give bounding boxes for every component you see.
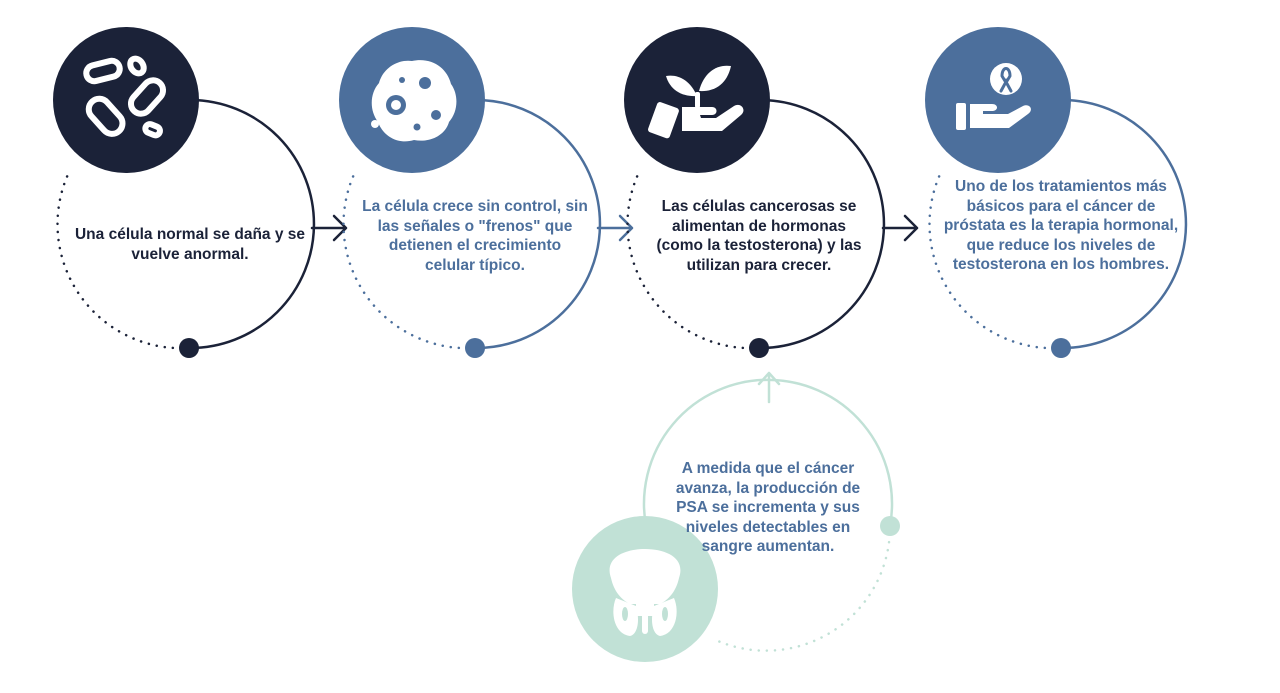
step-1-ring-solid bbox=[188, 98, 316, 350]
step-4 bbox=[925, 27, 1188, 358]
cancer-cell-icon bbox=[371, 60, 457, 142]
step-1-ring-dotted bbox=[56, 168, 191, 350]
branch-text: A medida que el cáncer avanza, la produc… bbox=[675, 460, 861, 555]
step-1-end-dot bbox=[179, 338, 199, 358]
branch-ring-solid bbox=[642, 378, 894, 527]
step-3-ring-dotted bbox=[626, 168, 761, 350]
step-3 bbox=[624, 27, 886, 358]
step-2 bbox=[339, 27, 602, 358]
arrow-2-icon bbox=[596, 214, 634, 242]
step-3-text: Las células cancerosas se alimentan de h… bbox=[656, 198, 862, 274]
blood-cells-icon bbox=[83, 55, 167, 139]
step-1-text: Una célula normal se daña y se vuelve an… bbox=[74, 226, 306, 263]
hand-ribbon-icon bbox=[956, 63, 1031, 130]
step-2-end-dot bbox=[465, 338, 485, 358]
prostate-icon bbox=[609, 549, 681, 636]
step-3-end-dot bbox=[749, 338, 769, 358]
step-4-end-dot bbox=[1051, 338, 1071, 358]
hand-sprout-icon bbox=[648, 65, 744, 139]
step-4-ring-solid bbox=[1060, 98, 1188, 350]
branch-ring-dotted bbox=[716, 524, 892, 652]
branch-step bbox=[572, 378, 900, 662]
arrow-1-icon bbox=[310, 214, 348, 242]
step-2-ring-dotted bbox=[342, 168, 477, 350]
arrow-3-icon bbox=[881, 214, 919, 242]
step-1-icon-circle bbox=[53, 27, 199, 173]
step-4-text: Uno de los tratamientos más básicos para… bbox=[943, 178, 1179, 273]
step-2-text: La célula crece sin control, sin las señ… bbox=[362, 198, 588, 274]
arrow-up-icon bbox=[757, 371, 781, 404]
branch-end-dot bbox=[880, 516, 900, 536]
step-2-ring-solid bbox=[474, 98, 602, 350]
step-1 bbox=[53, 27, 316, 358]
step-4-icon-circle bbox=[925, 27, 1071, 173]
step-4-ring-dotted bbox=[928, 168, 1063, 350]
step-3-ring-solid bbox=[758, 98, 886, 350]
